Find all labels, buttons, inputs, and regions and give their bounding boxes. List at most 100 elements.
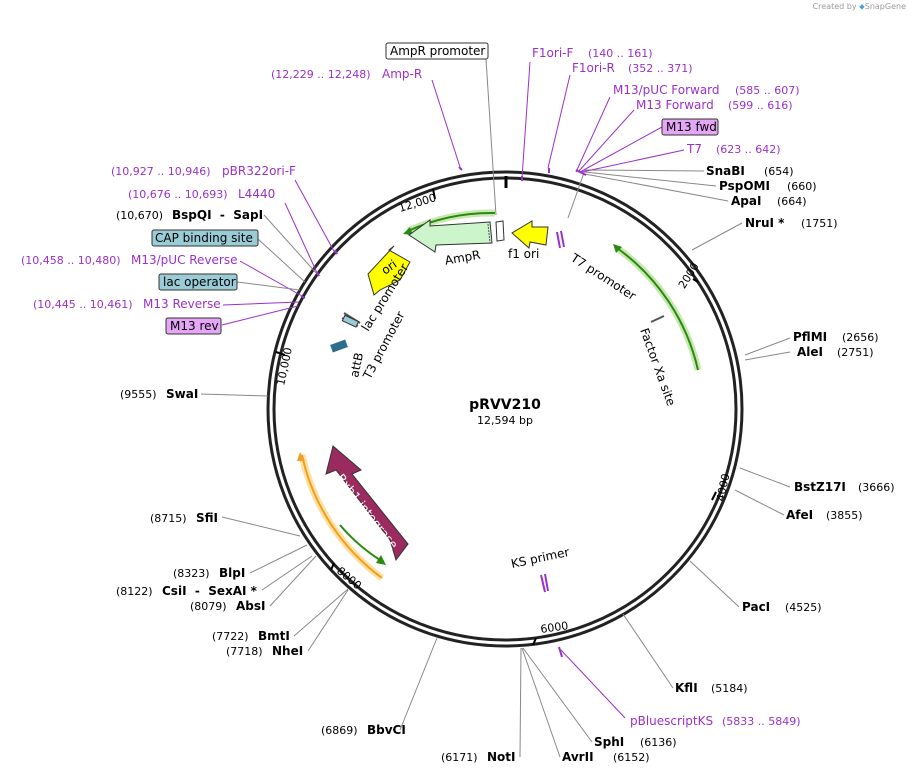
primer-f1ori-f[interactable]: F1ori-F (532, 46, 573, 60)
orf-ampr (407, 211, 496, 232)
tick-label-4000: 4000 (714, 472, 733, 502)
enzyme-apai-pos: (664) (777, 195, 807, 208)
enzyme-avrii[interactable]: AvrII (562, 750, 594, 764)
enzyme-bspqi-pos: (10,670) (116, 209, 163, 222)
enzyme-alei[interactable]: AleI (797, 345, 823, 359)
tick-2000 (692, 278, 699, 283)
enzyme-swai[interactable]: SwaI (166, 387, 198, 401)
enzyme-irui-pos: (1751) (801, 217, 838, 230)
attb-box (330, 339, 348, 353)
orf-bxb1-green (339, 524, 381, 561)
t7-yellow-arrow (511, 220, 549, 249)
ampr-promoter-box (385, 42, 489, 60)
cap-binding-label[interactable]: CAP binding site (155, 231, 253, 245)
primer-t7[interactable]: T7 (686, 142, 702, 156)
enzyme-absi[interactable]: AbsI (236, 599, 265, 613)
enzyme-bspqi-sapi[interactable]: BspQI - SapI (172, 208, 263, 222)
enzyme-pflmi-pos: (2656) (842, 331, 879, 344)
ampr-arrow (408, 219, 493, 253)
lac-operator-label[interactable]: lac operator (163, 275, 236, 289)
enzyme-sphi-pos: (6136) (640, 736, 677, 749)
enzyme-bbvci-pos: (6869) (321, 724, 358, 737)
orf-factorxa-arrow (613, 244, 622, 253)
plasmid-size: 12,594 bp (477, 414, 533, 427)
t7-mark-2 (560, 230, 565, 248)
enzyme-sphi[interactable]: SphI (594, 735, 624, 749)
primer-m13-reverse[interactable]: M13 Reverse (143, 297, 221, 311)
ks-mark-2 (544, 573, 549, 592)
factorxa-mark (650, 315, 665, 323)
primer-l4440[interactable]: L4440 (238, 187, 275, 201)
enzyme-snabi-pos: (654) (764, 165, 794, 178)
primer-ampr-range: (12,229 .. 12,248) (271, 68, 371, 81)
enzyme-alei-pos: (2751) (837, 346, 874, 359)
ori-arrow (367, 245, 411, 296)
enzyme-sfii[interactable]: SfiI (196, 511, 218, 525)
enzyme-bstz17i[interactable]: BstZ17I (794, 480, 846, 494)
primer-m13puc-reverse[interactable]: M13/pUC Reverse (131, 253, 238, 267)
enzyme-csii-pos: (8122) (116, 585, 153, 598)
tick-6000 (532, 637, 537, 646)
orf-bxb1-orange-arrow (297, 452, 305, 461)
enzyme-snabi[interactable]: SnaBI (706, 164, 745, 178)
enzyme-pflmi[interactable]: PflMI (793, 330, 827, 344)
primer-m13-forward[interactable]: M13 Forward (636, 98, 714, 112)
enzyme-csii-sexai[interactable]: CsiI - SexAI * (162, 584, 258, 598)
enzyme-nhei[interactable]: NheI (272, 644, 303, 658)
ampr-promoter-label[interactable]: AmpR promoter (390, 44, 485, 58)
ampr-label: AmpR (444, 248, 482, 268)
primer-f1ori-r[interactable]: F1ori-R (572, 61, 615, 75)
box-leaders (236, 58, 497, 291)
backbone-outer (266, 170, 744, 648)
ampr-promoter-segment (487, 223, 491, 244)
primer-m13-rev[interactable]: M13 rev (170, 319, 219, 333)
primer-f1ori-f-range: (140 .. 161) (588, 47, 653, 60)
enzyme-bbvci[interactable]: BbvCI (367, 723, 406, 737)
enzyme-paci[interactable]: PacI (742, 600, 770, 614)
enzyme-noti-pos: (6171) (441, 751, 478, 764)
primer-m13puc-reverse-range: (10,458 .. 10,480) (21, 254, 121, 267)
enzyme-sfii-pos: (8715) (150, 512, 187, 525)
primer-m13-fwd[interactable]: M13 fwd (666, 120, 717, 134)
primer-pbluescriptks[interactable]: pBluescriptKS (630, 714, 713, 728)
tick-label-2000: 2000 (676, 260, 702, 291)
enzyme-noti[interactable]: NotI (487, 750, 516, 764)
enzyme-afei[interactable]: AfeI (786, 508, 813, 522)
orf-factorxa (616, 247, 699, 371)
enzyme-absi-pos: (8079) (190, 600, 227, 613)
bxb1-arrow (325, 445, 409, 562)
enzyme-bmti-pos: (7722) (212, 630, 249, 643)
ks-mark-1 (540, 574, 546, 593)
primer-leaders (221, 61, 685, 719)
orf-ampr-arrow (403, 227, 413, 235)
enzyme-blpi[interactable]: BlpI (219, 566, 245, 580)
credit-prefix: Created by (812, 2, 857, 11)
enzyme-bstz17i-pos: (3666) (858, 481, 895, 494)
primer-m13-fwd-box (661, 118, 719, 136)
primer-m13-rev-box (165, 317, 222, 335)
primer-ampr[interactable]: Amp-R (382, 67, 422, 81)
primer-m13-reverse-range: (10,445 .. 10,461) (33, 298, 133, 311)
enzyme-bmti[interactable]: BmtI (258, 629, 290, 643)
enzyme-apai[interactable]: ApaI (731, 194, 761, 208)
enzyme-irui[interactable]: NruI * (745, 216, 785, 230)
enzyme-pspomi[interactable]: PspOMI (719, 179, 770, 193)
enzyme-paci-pos: (4525) (785, 601, 822, 614)
primer-pbr322ori-f-range: (10,927 .. 10,946) (111, 165, 211, 178)
primer-m13puc-forward[interactable]: M13/pUC Forward (613, 83, 720, 97)
tick-8000 (330, 562, 335, 571)
enzyme-avrii-pos: (6152) (613, 751, 650, 764)
f1ori-arrow (495, 220, 505, 242)
enzyme-kfli[interactable]: KflI (675, 681, 698, 695)
f1ori-label: f1 ori (508, 247, 539, 261)
lac-operator-mark (341, 314, 360, 328)
credit-brand: SnapGene (864, 2, 906, 11)
snapgene-credit: Created by ⬥SnapGene (813, 2, 906, 12)
primer-pbr322ori-f[interactable]: pBR322ori-F (222, 164, 296, 178)
factorxa-label: Factor Xa site (637, 326, 678, 407)
enzyme-blpi-pos: (8323) (173, 567, 210, 580)
enzyme-leaders (200, 169, 791, 758)
snapgene-logo-icon: ⬥ (859, 2, 865, 11)
